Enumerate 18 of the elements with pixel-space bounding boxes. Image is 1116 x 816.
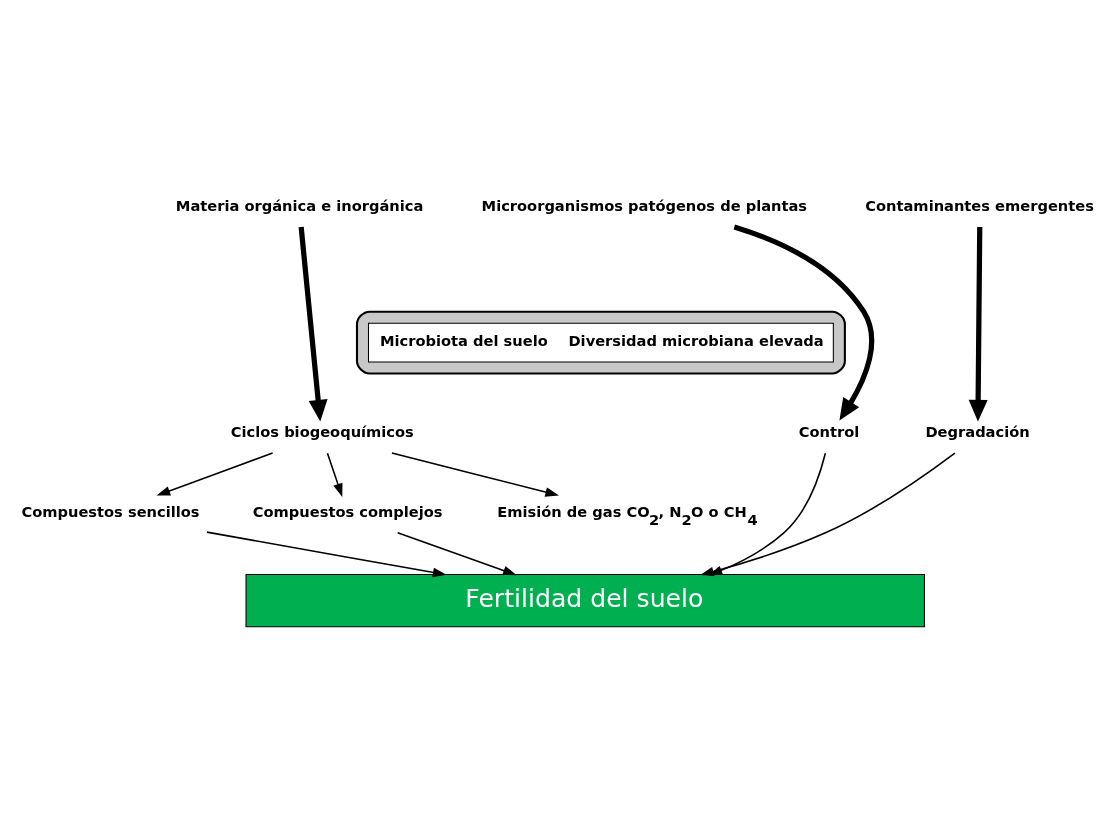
node-text: Control bbox=[798, 423, 860, 440]
arrow bbox=[968, 227, 988, 422]
node-text: Microorganismos patógenos de plantas bbox=[481, 196, 808, 214]
arrow bbox=[396, 531, 517, 576]
arrow bbox=[298, 226, 328, 422]
arrow bbox=[156, 452, 274, 496]
arrow bbox=[733, 224, 875, 421]
arrow bbox=[391, 452, 559, 497]
node-text: Compuestos sencillos bbox=[21, 502, 200, 520]
arrow bbox=[206, 531, 447, 578]
node-box: Microbiota del suelo Diversidad microbiana elevada bbox=[355, 310, 846, 375]
node-text: Materia orgánica e inorgánica bbox=[175, 196, 424, 214]
node-box: Fertilidad del suelo bbox=[245, 573, 925, 628]
node-text: Degradación bbox=[925, 423, 1030, 440]
node-text: Contaminantes emergentes bbox=[865, 196, 1094, 214]
node-text: Compuestos complejos bbox=[252, 502, 443, 520]
node-text: Ciclos biogeoquímicos bbox=[230, 423, 414, 440]
arrow bbox=[326, 452, 343, 498]
